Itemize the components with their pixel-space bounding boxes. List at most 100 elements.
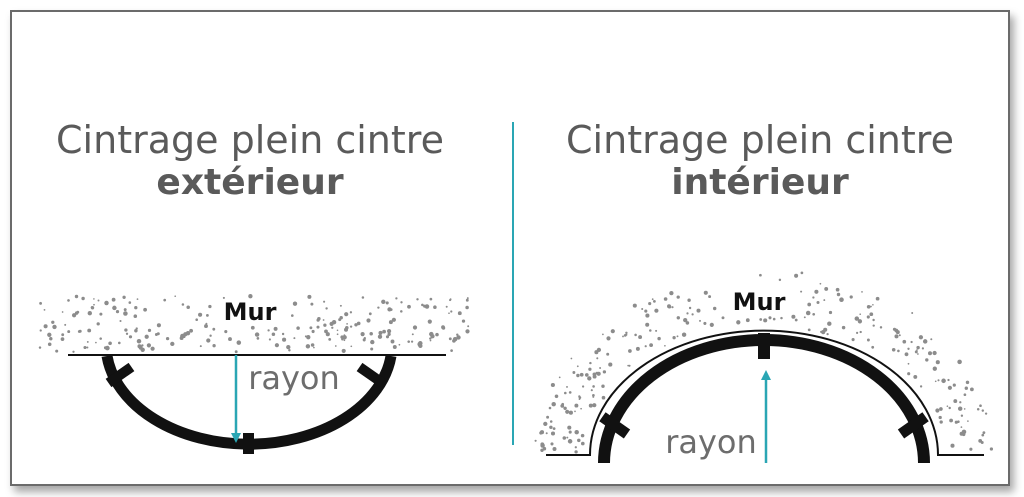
wall-dot bbox=[672, 336, 676, 340]
wall-dot bbox=[551, 401, 556, 407]
wall-dot bbox=[816, 301, 820, 304]
wall-dot bbox=[377, 334, 383, 339]
wall-dot bbox=[123, 311, 128, 316]
wall-dot bbox=[588, 367, 592, 371]
wall-dot bbox=[198, 312, 203, 317]
right-radius-label: rayon bbox=[665, 423, 757, 461]
wall-dot bbox=[891, 348, 896, 352]
wall-dot bbox=[592, 393, 595, 397]
right-wall-line bbox=[546, 329, 984, 456]
wall-dot bbox=[699, 319, 701, 322]
wall-dot bbox=[916, 345, 920, 350]
wall-dot bbox=[572, 371, 576, 374]
wall-dot bbox=[134, 306, 138, 310]
wall-dot bbox=[669, 290, 674, 296]
wall-dot bbox=[872, 324, 875, 327]
wall-dot bbox=[946, 405, 949, 408]
wall-dot bbox=[212, 344, 216, 348]
wall-dot bbox=[644, 345, 647, 348]
wall-dot bbox=[292, 301, 298, 306]
wall-dot bbox=[645, 322, 650, 327]
wall-dot bbox=[208, 304, 212, 309]
wall-dot bbox=[204, 324, 208, 329]
wall-dot bbox=[81, 296, 85, 301]
wall-dot bbox=[894, 334, 899, 339]
wall-dot bbox=[800, 271, 804, 275]
wall-dot bbox=[581, 385, 585, 388]
wall-dot bbox=[904, 352, 909, 357]
wall-dot bbox=[957, 406, 963, 411]
left-wall-label: Mur bbox=[224, 298, 277, 326]
wall-dot bbox=[622, 335, 624, 338]
wall-dot bbox=[976, 407, 980, 411]
wall-dot bbox=[136, 338, 142, 344]
wall-dot bbox=[568, 391, 572, 394]
wall-dot bbox=[794, 318, 798, 322]
wall-dot bbox=[150, 346, 155, 351]
wall-dot bbox=[634, 333, 637, 337]
wall-dot bbox=[128, 335, 133, 339]
wall-dot bbox=[686, 312, 689, 315]
wall-dot bbox=[433, 305, 437, 309]
wall-dot bbox=[87, 311, 92, 316]
wall-dot bbox=[349, 311, 353, 314]
wall-dot bbox=[293, 337, 296, 340]
wall-dot bbox=[745, 318, 750, 323]
wall-dot bbox=[610, 329, 615, 334]
wall-dot bbox=[963, 393, 967, 397]
wall-dot bbox=[590, 389, 593, 392]
wall-dot bbox=[627, 364, 630, 367]
wall-dot bbox=[950, 443, 955, 448]
wall-dot bbox=[596, 357, 599, 360]
right-tab-top bbox=[758, 333, 770, 359]
wall-dot bbox=[429, 339, 432, 342]
wall-dot bbox=[448, 312, 450, 315]
wall-dot bbox=[60, 337, 65, 341]
wall-dot bbox=[939, 420, 943, 424]
wall-dot bbox=[134, 328, 138, 333]
wall-dot bbox=[812, 296, 815, 299]
wall-dot bbox=[984, 412, 988, 415]
wall-dot bbox=[310, 302, 314, 306]
wall-dot bbox=[550, 382, 555, 388]
wall-dot bbox=[122, 295, 126, 299]
wall-dot bbox=[360, 332, 365, 337]
wall-dot bbox=[807, 328, 811, 332]
wall-dot bbox=[105, 345, 110, 351]
wall-dot bbox=[581, 441, 585, 446]
wall-dot bbox=[913, 374, 918, 379]
wall-dot bbox=[851, 338, 855, 342]
wall-dot bbox=[959, 401, 962, 404]
wall-dot bbox=[584, 373, 589, 377]
wall-dot bbox=[343, 339, 346, 342]
wall-dot bbox=[645, 313, 650, 318]
wall-dot bbox=[156, 332, 160, 336]
wall-dot bbox=[465, 329, 470, 334]
wall-dot bbox=[947, 385, 952, 390]
wall-dot bbox=[119, 319, 122, 323]
wall-dot bbox=[281, 332, 285, 336]
wall-dot bbox=[869, 312, 874, 317]
wall-dot bbox=[676, 295, 680, 299]
wall-dot bbox=[388, 320, 393, 325]
wall-dot bbox=[356, 321, 361, 326]
left-title: Cintrage plein cintre extérieur bbox=[30, 118, 470, 204]
wall-dot bbox=[685, 321, 690, 325]
wall-dot bbox=[267, 329, 270, 332]
wall-dot bbox=[170, 341, 175, 347]
wall-dot bbox=[141, 344, 144, 347]
wall-dot bbox=[411, 333, 414, 336]
wall-dot bbox=[52, 324, 57, 330]
wall-dot bbox=[97, 299, 100, 302]
wall-dot bbox=[579, 372, 584, 377]
wall-dot bbox=[979, 404, 982, 408]
wall-dot bbox=[322, 319, 325, 321]
wall-dot bbox=[90, 305, 94, 309]
wall-dot bbox=[870, 305, 872, 308]
wall-dot bbox=[949, 418, 953, 423]
wall-dot bbox=[165, 336, 170, 341]
wall-dot bbox=[588, 403, 593, 408]
wall-dot bbox=[86, 346, 89, 349]
wall-dot bbox=[180, 333, 185, 339]
